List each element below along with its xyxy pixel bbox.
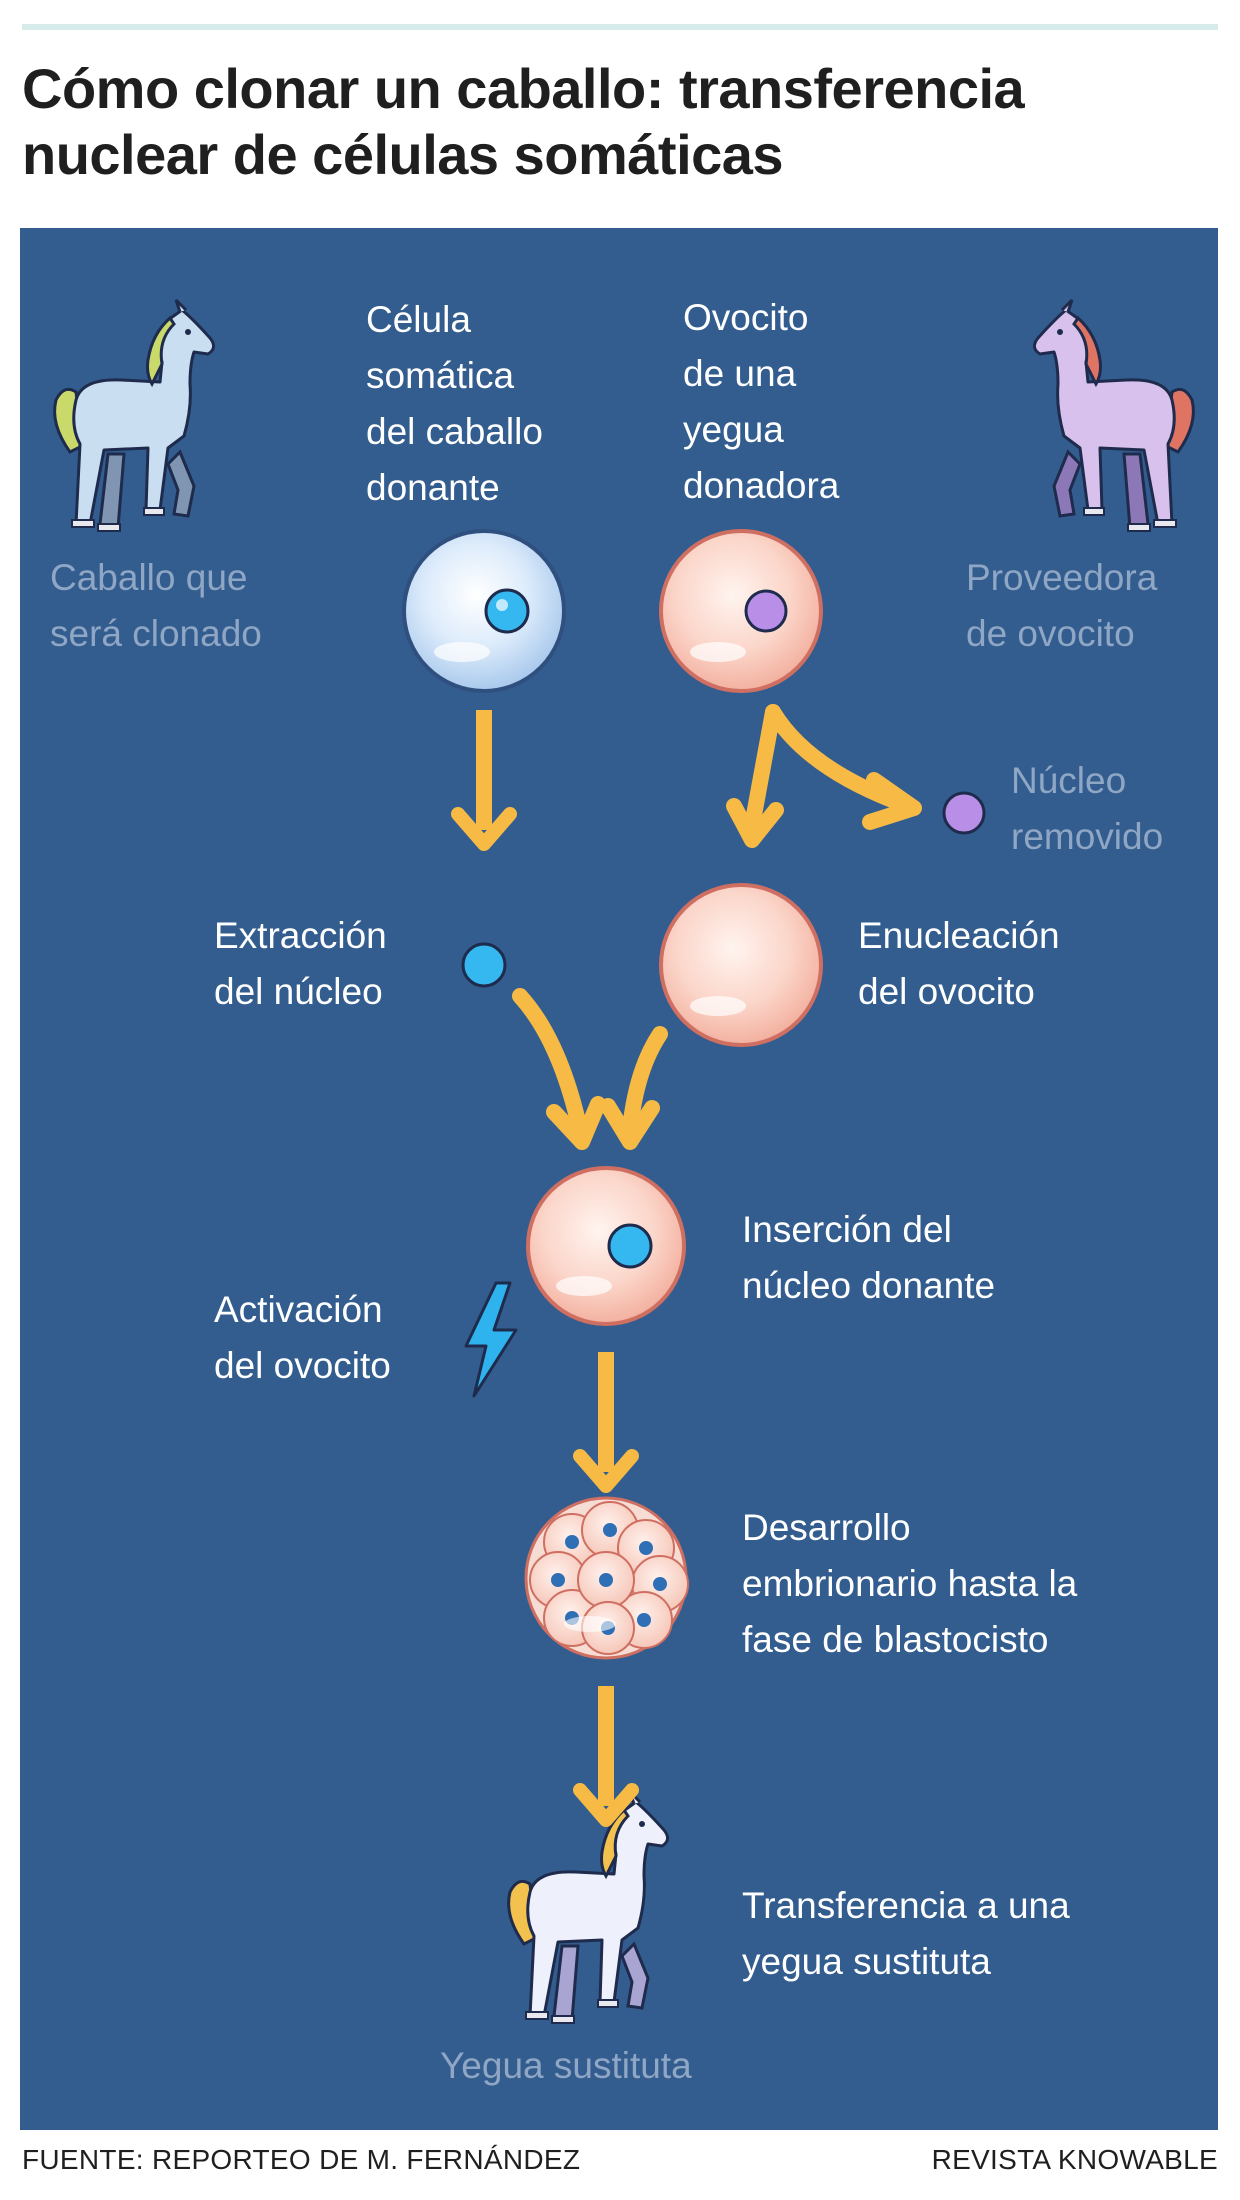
blastocyst-icon — [524, 1496, 689, 1660]
label-surrogate-mare: Yegua sustituta — [440, 2045, 692, 2086]
footer-source: FUENTE: REPORTEO DE M. FERNÁNDEZ — [22, 2144, 581, 2175]
label-somatic-cell: Célula somática del caballo donante — [366, 299, 543, 508]
horse-purple-icon — [1032, 298, 1195, 533]
label-oocyte-activation: Activación del ovocito — [214, 1289, 391, 1386]
label-oocyte: Ovocito de una yegua donadora — [683, 297, 840, 506]
arrow-oocyte-split — [726, 704, 922, 848]
footer-publisher: REVISTA KNOWABLE — [931, 2144, 1218, 2175]
label-embryo-development: Desarrollo embrionario hasta la fase de … — [742, 1507, 1078, 1660]
arrow-somatic-to-nucleus — [458, 710, 510, 844]
removed-nucleus-icon — [942, 791, 986, 835]
horse-blue-icon — [53, 298, 216, 533]
label-enucleation: Enucleación del ovocito — [858, 915, 1060, 1012]
somatic-cell-icon — [402, 529, 566, 693]
arrow-blastocyst-to-transfer — [580, 1686, 632, 1820]
label-donor-nucleus-insertion: Inserción del núcleo donante — [742, 1209, 996, 1306]
arrow-oocyte-to-merge — [600, 1026, 668, 1150]
label-horse-to-clone: Caballo que será clonado — [50, 557, 262, 654]
enucleated-oocyte-icon — [659, 883, 823, 1047]
label-surrogate-transfer: Transferencia a una yegua sustituta — [742, 1885, 1070, 1982]
oocyte-icon — [659, 529, 823, 693]
page-title: Cómo clonar un caballo: transferencia nu… — [22, 57, 1025, 186]
label-removed-nucleus: Núcleo removido — [1011, 760, 1164, 857]
top-divider — [22, 24, 1218, 30]
label-nucleus-extraction: Extracción del núcleo — [214, 915, 387, 1012]
extracted-nucleus-icon — [461, 942, 507, 988]
horse-white-icon — [507, 1790, 670, 2025]
arrow-nucleus-to-merge — [512, 988, 606, 1150]
arrow-merge-to-blastocyst — [580, 1352, 632, 1486]
lightning-icon — [464, 1281, 518, 1398]
reconstructed-oocyte-icon — [526, 1166, 686, 1326]
label-oocyte-provider: Proveedora de ovocito — [966, 557, 1158, 654]
